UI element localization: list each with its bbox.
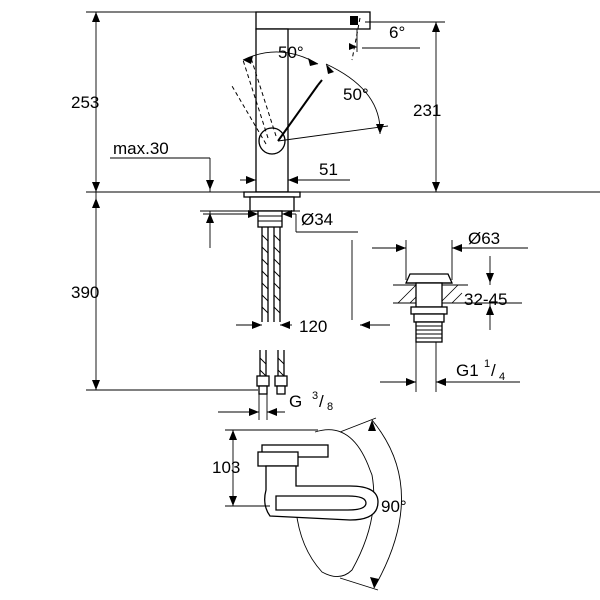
dim-390-line — [86, 192, 258, 391]
dim-32-45-line — [460, 256, 522, 330]
waste-diameter-label: Ø63 — [468, 229, 500, 248]
svg-text:/: / — [319, 392, 324, 411]
dim-51-line — [240, 160, 350, 192]
waste-thread-frac-den: 4 — [499, 371, 505, 383]
dim-lever-angle-upper — [242, 51, 319, 66]
dim-120-line — [236, 321, 292, 329]
base-diameter-label: Ø34 — [301, 210, 333, 229]
dim-tilt-angle — [349, 29, 420, 52]
hose-connection-label: G — [289, 392, 302, 411]
dim-253-line — [86, 11, 600, 193]
faucet-top-view — [257, 429, 379, 577]
hose-connection-frac-num: 3 — [312, 390, 318, 402]
spout-projection-label: 51 — [319, 160, 338, 179]
dim-63-line — [372, 240, 528, 280]
dim-231-line — [365, 21, 445, 192]
hose-bend-label: 120 — [299, 317, 327, 336]
waste-range-label: 32-45 — [464, 290, 507, 309]
lever-angle-lower-label: 50° — [343, 85, 369, 104]
dim-34-line — [203, 210, 358, 233]
dim-g1-line — [380, 342, 520, 392]
dim-swivel-angle — [339, 417, 402, 591]
max-deck-label: max.30 — [113, 139, 169, 158]
swivel-offset-label: 103 — [212, 458, 240, 477]
dim-lever-angle-lower — [277, 63, 389, 142]
spout-height-label: 231 — [413, 101, 441, 120]
dim-103-line — [225, 429, 318, 507]
faucet-body — [231, 11, 371, 228]
hose-length-label: 390 — [71, 283, 99, 302]
total-height-label: 253 — [71, 93, 99, 112]
svg-text:/: / — [491, 361, 496, 380]
dim-max30-line — [110, 157, 244, 248]
waste-thread-frac-num: 1 — [484, 358, 490, 370]
supply-hoses — [256, 227, 288, 420]
waste-thread-label: G1 — [456, 361, 479, 380]
waste-fitting — [393, 273, 468, 343]
dim-g38-line — [218, 408, 285, 416]
hose-connection-frac-den: 8 — [327, 401, 333, 413]
lever-angle-upper-label: 50° — [278, 43, 304, 62]
swivel-angle-label: 90° — [381, 497, 407, 516]
tilt-angle-label: 6° — [389, 23, 405, 42]
